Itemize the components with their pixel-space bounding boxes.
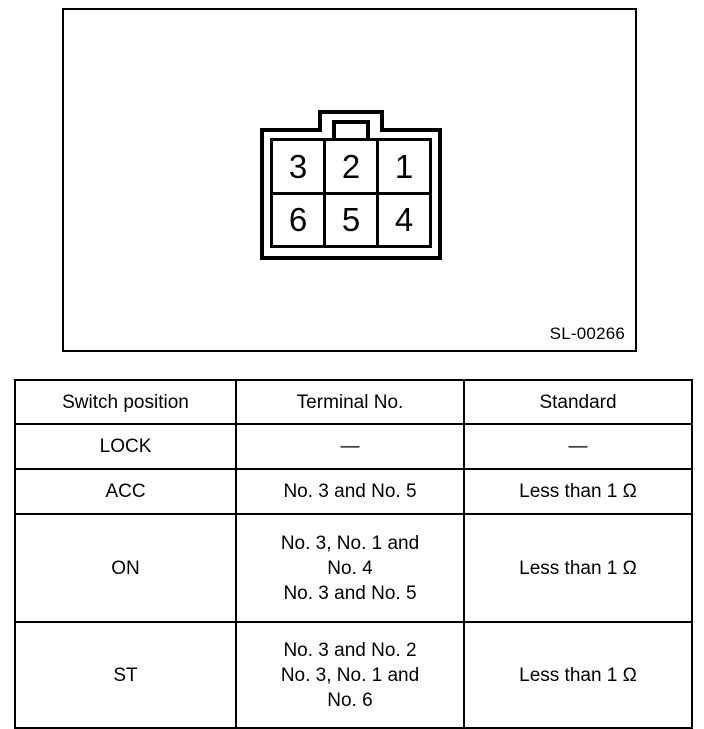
table-row: ST No. 3 and No. 2 No. 3, No. 1 and No. … [14, 621, 693, 729]
pin-cell-5: 5 [326, 194, 379, 248]
figure-panel: 3 2 1 6 5 4 SL-00266 [62, 8, 637, 352]
cell-switch-position: ON [14, 513, 237, 623]
cell-standard: Less than 1 Ω [463, 621, 693, 729]
figure-id-label: SL-00266 [549, 324, 625, 343]
cell-switch-position: ACC [14, 468, 237, 515]
cell-standard: — [463, 423, 693, 470]
cell-terminal-no: No. 3 and No. 5 [235, 468, 465, 515]
connector-pin-grid: 3 2 1 6 5 4 [270, 138, 432, 248]
switch-continuity-table: Switch position Terminal No. Standard LO… [14, 379, 693, 729]
table-row: LOCK — — [14, 423, 693, 470]
cell-standard: Less than 1 Ω [463, 513, 693, 623]
table-row: ACC No. 3 and No. 5 Less than 1 Ω [14, 468, 693, 515]
pin-cell-6: 6 [273, 194, 326, 248]
pin-cell-3: 3 [273, 141, 326, 195]
header-terminal-no: Terminal No. [235, 379, 465, 425]
ignition-switch-connector-diagram: 3 2 1 6 5 4 [260, 110, 442, 260]
pin-cell-2: 2 [326, 141, 379, 195]
pin-cell-4: 4 [379, 194, 432, 248]
cell-terminal-no: No. 3, No. 1 and No. 4 No. 3 and No. 5 [235, 513, 465, 623]
cell-switch-position: LOCK [14, 423, 237, 470]
cell-terminal-no: No. 3 and No. 2 No. 3, No. 1 and No. 6 [235, 621, 465, 729]
table-header-row: Switch position Terminal No. Standard [14, 379, 693, 425]
header-standard: Standard [463, 379, 693, 425]
header-switch-position: Switch position [14, 379, 237, 425]
pin-cell-1: 1 [379, 141, 432, 195]
cell-terminal-no: — [235, 423, 465, 470]
cell-switch-position: ST [14, 621, 237, 729]
table-row: ON No. 3, No. 1 and No. 4 No. 3 and No. … [14, 513, 693, 623]
cell-standard: Less than 1 Ω [463, 468, 693, 515]
connector-lock-tab-inner [332, 120, 370, 142]
